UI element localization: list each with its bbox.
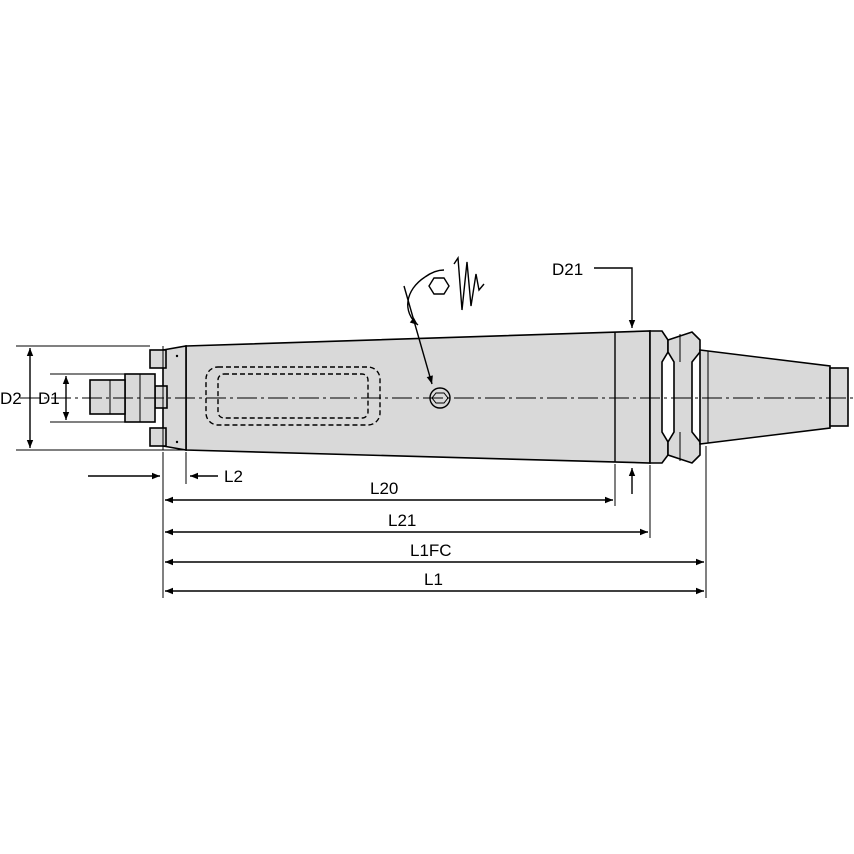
- label-l21: L21: [388, 511, 416, 530]
- flange-tab-mid: [154, 385, 168, 409]
- hex-key-icon: [428, 277, 450, 295]
- label-d1: D1: [38, 389, 60, 408]
- tool-holder-body: [89, 330, 849, 464]
- label-l1: L1: [424, 570, 443, 589]
- label-d2: D2: [0, 389, 22, 408]
- coolant-slot: [205, 366, 381, 426]
- label-d21: D21: [552, 260, 583, 279]
- label-l2: L2: [224, 467, 243, 486]
- label-l20: L20: [370, 479, 398, 498]
- taper-shank: [699, 349, 831, 445]
- pilot-stub: [89, 379, 126, 415]
- dimension-lines: [16, 267, 707, 598]
- coolant-adjust-icon: [403, 255, 485, 385]
- flange-tab-bottom: [149, 427, 167, 447]
- pull-stud: [829, 367, 849, 427]
- v-flange: [649, 330, 669, 464]
- label-l1fc: L1FC: [410, 541, 452, 560]
- flange-tab-top: [149, 349, 167, 369]
- tapered-shank: [185, 330, 651, 464]
